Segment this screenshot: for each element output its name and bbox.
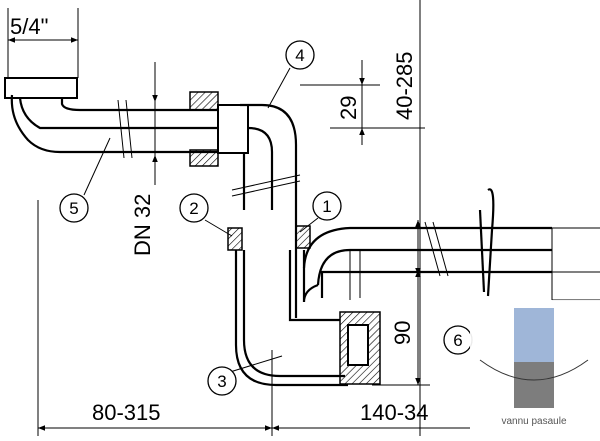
logo-gray-block <box>514 362 554 408</box>
dimension-lines <box>7 0 470 436</box>
dim-29: 29 <box>336 96 361 120</box>
seal-2 <box>227 227 243 251</box>
callout-2: 2 <box>179 193 209 223</box>
callout-3: 3 <box>207 366 237 396</box>
callout-4-label: 4 <box>295 46 304 65</box>
logo-text: vannu pasaule <box>501 416 566 427</box>
brand-watermark: vannu pasaule <box>470 300 600 436</box>
seal-1 <box>295 225 311 249</box>
drain-pipe-5 <box>18 97 248 130</box>
dim-140-34: 140-34 <box>360 400 429 425</box>
callout-1-label: 1 <box>322 197 331 216</box>
dim-vertical-range: 40-285 <box>392 51 417 120</box>
callout-6: 6 <box>443 325 473 355</box>
u-trap-outer <box>234 250 348 387</box>
callout-5: 5 <box>59 193 89 223</box>
outlet-pipe <box>302 226 552 269</box>
callout-3-label: 3 <box>217 372 226 391</box>
siphon-assembly <box>4 67 600 387</box>
callout-6-label: 6 <box>453 331 462 350</box>
dim-80-315: 80-315 <box>92 400 161 425</box>
callout-2-label: 2 <box>189 199 198 218</box>
dim-thread: 5/4" <box>10 14 48 39</box>
elbow-outer <box>240 103 298 318</box>
callout-4: 4 <box>285 40 315 70</box>
dim-90: 90 <box>390 321 415 345</box>
callout-1: 1 <box>312 191 342 221</box>
callout-5-label: 5 <box>69 199 78 218</box>
inlet-nut <box>4 77 78 99</box>
dim-dn32: DN 32 <box>130 194 155 256</box>
logo-blue-block <box>514 308 554 362</box>
